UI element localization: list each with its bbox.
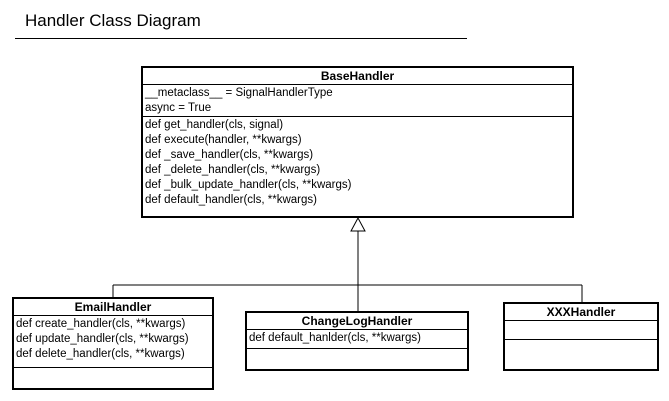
class-base-handler: BaseHandler __metaclass__ = SignalHandle… (141, 66, 574, 218)
class-name: BaseHandler (320, 69, 395, 83)
method-create-handler: def create_handler(cls, **kwargs) (16, 318, 186, 330)
class-methods: def get_handler(cls, signal) def execute… (143, 116, 572, 216)
class-changelog-handler: ChangeLogHandler def default_hanlder(cls… (245, 311, 469, 371)
method-default-hanlder: def default_hanlder(cls, **kwargs) (249, 332, 421, 344)
method-update-handler: def update_handler(cls, **kwargs) (16, 333, 189, 345)
class-empty-attributes (505, 320, 657, 339)
class-name: XXXHandler (546, 305, 616, 319)
method-bulk-update-handler: def _bulk_update_handler(cls, **kwargs) (145, 179, 352, 191)
page-title: Handler Class Diagram (25, 11, 201, 30)
class-attributes: __metaclass__ = SignalHandlerType async … (143, 84, 572, 116)
method-delete-handler: def _delete_handler(cls, **kwargs) (145, 164, 321, 176)
method-default-handler: def default_handler(cls, **kwargs) (145, 194, 317, 206)
class-methods: def default_hanlder(cls, **kwargs) (247, 329, 467, 348)
attribute-metaclass: __metaclass__ = SignalHandlerType (145, 87, 333, 99)
class-empty-section (14, 367, 212, 388)
method-execute: def execute(handler, **kwargs) (145, 134, 302, 146)
class-email-handler: EmailHandler def create_handler(cls, **k… (12, 297, 214, 390)
method-save-handler: def _save_handler(cls, **kwargs) (145, 149, 314, 161)
class-empty-section (247, 348, 467, 369)
generalization-arrowhead (350, 216, 366, 232)
method-delete-handler: def delete_handler(cls, **kwargs) (16, 348, 185, 360)
attribute-async: async = True (145, 102, 212, 114)
method-get-handler: def get_handler(cls, signal) (145, 119, 284, 131)
class-name: EmailHandler (74, 300, 152, 314)
class-empty-methods (505, 339, 657, 369)
class-methods: def create_handler(cls, **kwargs) def up… (14, 315, 212, 367)
title-underline (15, 38, 467, 39)
class-xxx-handler: XXXHandler (503, 302, 659, 371)
class-name: ChangeLogHandler (301, 314, 413, 328)
